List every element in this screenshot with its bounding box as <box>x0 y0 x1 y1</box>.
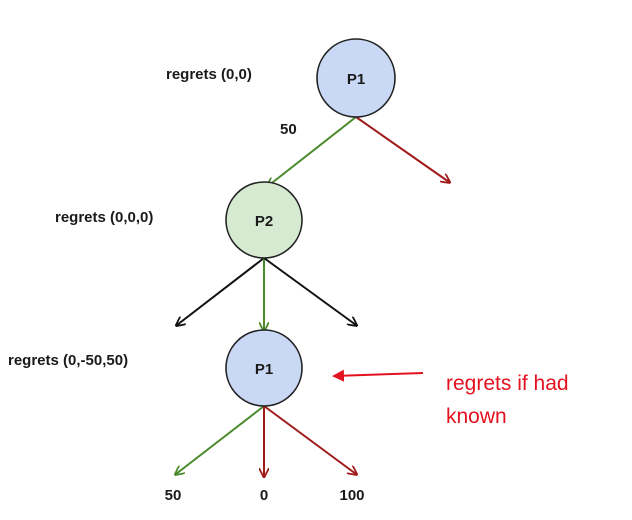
node-leaf-label: P1 <box>255 361 273 378</box>
payoff-left: 50 <box>165 487 182 504</box>
edge-root-right <box>355 116 449 182</box>
node-root-circle <box>316 38 396 118</box>
annotation-line-1: regrets if had <box>446 372 569 395</box>
annotation-arrow <box>332 369 424 382</box>
edge-root-to-p2 <box>268 116 357 186</box>
node-leaf: P1 <box>225 329 303 407</box>
payoff-middle: 0 <box>260 487 268 504</box>
annotation-line-2: known <box>446 405 507 428</box>
regrets-label-mid: regrets (0,0,0) <box>55 209 153 226</box>
regrets-label-leaf: regrets (0,-50,50) <box>8 352 128 369</box>
node-mid-circle <box>225 181 303 259</box>
edge-label-root-left: 50 <box>280 121 297 138</box>
edge-leaf-right <box>263 405 356 474</box>
node-mid: P2 <box>225 181 303 259</box>
edge-leaf-left <box>176 405 265 474</box>
node-root: P1 <box>316 38 396 118</box>
edge-p2-left <box>177 257 265 325</box>
edge-p2-right <box>263 257 356 325</box>
node-root-label: P1 <box>347 71 365 88</box>
node-mid-label: P2 <box>255 213 273 230</box>
node-leaf-circle <box>225 329 303 407</box>
payoff-right: 100 <box>339 487 364 504</box>
regrets-label-root: regrets (0,0) <box>166 66 252 83</box>
